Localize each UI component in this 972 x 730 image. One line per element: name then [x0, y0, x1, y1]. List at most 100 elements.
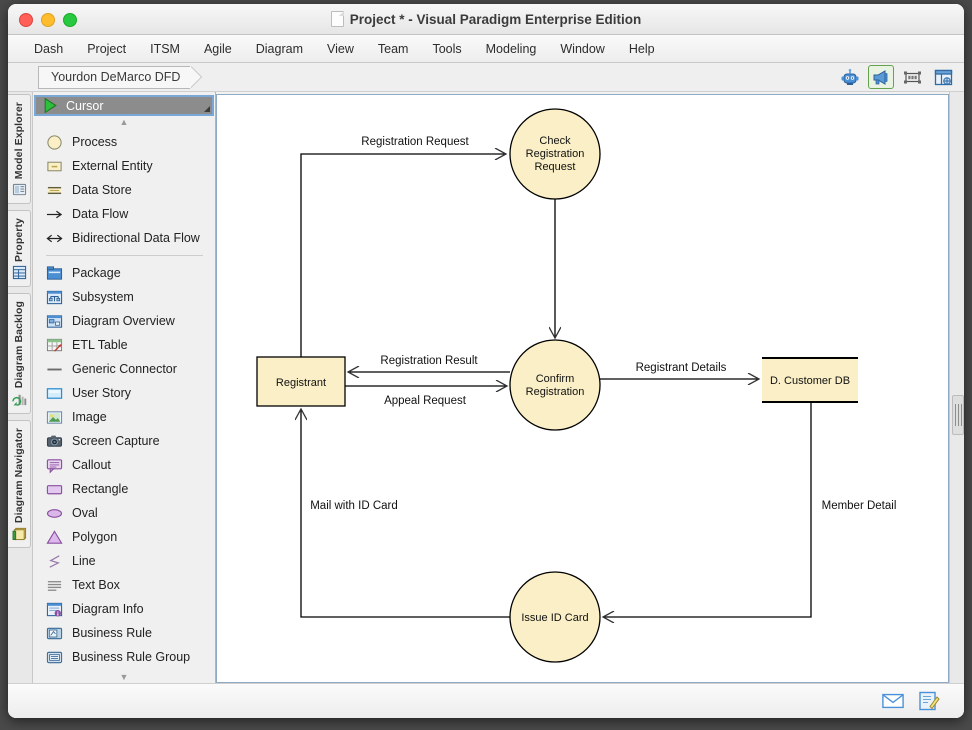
node-issue-id-card[interactable]: Issue ID Card — [510, 572, 600, 662]
bidirectional-arrow-icon — [46, 230, 63, 247]
callout-icon — [46, 457, 63, 474]
node-confirm-registration[interactable]: Confirm Registration — [510, 340, 600, 430]
palette-selected-label: Cursor — [66, 99, 104, 113]
palette-item-image[interactable]: Image — [33, 405, 215, 429]
note-edit-icon[interactable] — [918, 691, 940, 711]
palette-item-rectangle[interactable]: Rectangle — [33, 477, 215, 501]
menu-item-window[interactable]: Window — [548, 39, 616, 59]
palette-item-user-story[interactable]: User Story — [33, 381, 215, 405]
palette-item-label: Subsystem — [72, 290, 134, 304]
palette-item-label: Polygon — [72, 530, 117, 544]
vertical-tab-label: Diagram Backlog — [13, 298, 25, 391]
menu-item-itsm[interactable]: ITSM — [138, 39, 192, 59]
megaphone-icon[interactable] — [868, 65, 894, 89]
node-label-confirm-line2: Registration — [526, 386, 585, 398]
text-box-icon — [46, 577, 63, 594]
chatbot-icon[interactable] — [837, 65, 863, 89]
palette-item-package[interactable]: Package — [33, 261, 215, 285]
palette-item-bidirectional-data-flow[interactable]: Bidirectional Data Flow — [33, 226, 215, 250]
window-title-wrap: Project * - Visual Paradigm Enterprise E… — [8, 11, 964, 27]
node-check-registration-request[interactable]: Check Registration Request — [510, 109, 600, 199]
etl-table-icon — [46, 337, 63, 354]
palette-item-label: Data Flow — [72, 207, 128, 221]
menu-item-agile[interactable]: Agile — [192, 39, 244, 59]
palette-item-text-box[interactable]: Text Box — [33, 573, 215, 597]
palette-item-label: Callout — [72, 458, 111, 472]
palette-item-screen-capture[interactable]: Screen Capture — [33, 429, 215, 453]
palette-item-label: Line — [72, 554, 96, 568]
minimize-button[interactable] — [41, 13, 55, 27]
left-tab-strip: Model ExplorerPropertyDiagram BacklogDia… — [8, 92, 33, 683]
vertical-tab-diagram-backlog[interactable]: Diagram Backlog — [8, 293, 31, 413]
menu-item-view[interactable]: View — [315, 39, 366, 59]
palette-item-label: Business Rule Group — [72, 650, 190, 664]
node-label-check-line3: Request — [535, 161, 576, 173]
right-panel-splitter[interactable] — [949, 92, 964, 683]
image-icon — [46, 409, 63, 426]
palette-scroll-down[interactable]: ▼ — [33, 671, 215, 683]
business-rule-group-icon — [46, 649, 63, 666]
menu-item-project[interactable]: Project — [75, 39, 138, 59]
mail-icon[interactable] — [882, 691, 904, 711]
palette-item-diagram-overview[interactable]: Diagram Overview — [33, 309, 215, 333]
application-window: Project * - Visual Paradigm Enterprise E… — [8, 4, 964, 718]
node-registrant[interactable]: Registrant — [257, 357, 345, 406]
palette-item-etl-table[interactable]: ETL Table — [33, 333, 215, 357]
palette-item-callout[interactable]: Callout — [33, 453, 215, 477]
flow-member-detail: Member Detail — [603, 402, 896, 617]
diagram-tab-label: Yourdon DeMarco DFD — [51, 70, 180, 84]
palette-item-data-store[interactable]: Data Store — [33, 178, 215, 202]
palette-item-label: Business Rule — [72, 626, 152, 640]
layers-panel-icon[interactable] — [930, 65, 956, 89]
diagram-tab-yourdon-demarco-dfd[interactable]: Yourdon DeMarco DFD — [38, 66, 190, 89]
vertical-tab-diagram-navigator[interactable]: Diagram Navigator — [8, 420, 31, 548]
maximize-button[interactable] — [63, 13, 77, 27]
menu-item-help[interactable]: Help — [617, 39, 667, 59]
node-customer-db[interactable]: D. Customer DB — [762, 358, 858, 402]
palette-item-cursor[interactable]: Cursor — [34, 95, 214, 116]
splitter-grip[interactable] — [952, 395, 964, 435]
palette-item-generic-connector[interactable]: Generic Connector — [33, 357, 215, 381]
node-label-check-line2: Registration — [526, 148, 585, 160]
flow-label-mail-with-id-card: Mail with ID Card — [310, 500, 398, 512]
menu-item-diagram[interactable]: Diagram — [244, 39, 315, 59]
palette-item-oval[interactable]: Oval — [33, 501, 215, 525]
flow-registrant-details: Registrant Details — [600, 362, 759, 379]
shape-palette: Cursor ▲ ProcessExternal EntityData Stor… — [33, 92, 216, 683]
palette-item-business-rule[interactable]: Business Rule — [33, 621, 215, 645]
vertical-tab-model-explorer[interactable]: Model Explorer — [8, 94, 31, 204]
palette-item-subsystem[interactable]: Subsystem — [33, 285, 215, 309]
flow-label-registration-result: Registration Result — [380, 355, 478, 367]
diagram-toolbar: Yourdon DeMarco DFD — [8, 63, 964, 92]
close-button[interactable] — [19, 13, 33, 27]
menu-item-modeling[interactable]: Modeling — [474, 39, 549, 59]
menu-item-tools[interactable]: Tools — [420, 39, 473, 59]
palette-item-data-flow[interactable]: Data Flow — [33, 202, 215, 226]
palette-item-label: Data Store — [72, 183, 132, 197]
flow-label-member-detail: Member Detail — [822, 500, 897, 512]
package-icon — [46, 265, 63, 282]
palette-item-diagram-info[interactable]: Diagram Info — [33, 597, 215, 621]
menu-item-team[interactable]: Team — [366, 39, 421, 59]
data-flow-arrow-icon — [46, 206, 63, 223]
palette-item-process[interactable]: Process — [33, 130, 215, 154]
fit-to-screen-icon[interactable] — [899, 65, 925, 89]
cursor-icon — [42, 97, 59, 114]
palette-item-external-entity[interactable]: External Entity — [33, 154, 215, 178]
palette-item-line[interactable]: Line — [33, 549, 215, 573]
menu-item-dash[interactable]: Dash — [22, 39, 75, 59]
data-store-icon — [46, 182, 63, 199]
flow-registration-result: Registration Result — [348, 355, 510, 372]
palette-item-label: Package — [72, 266, 121, 280]
palette-item-business-rule-group[interactable]: Business Rule Group — [33, 645, 215, 669]
vertical-tab-property[interactable]: Property — [8, 210, 31, 287]
flow-registration-request: Registration Request — [301, 136, 506, 357]
palette-separator — [46, 255, 203, 256]
palette-scroll-up[interactable]: ▲ — [33, 116, 215, 128]
diagram-canvas[interactable]: Registration Request Registration Result — [216, 94, 949, 683]
model-explorer-icon — [12, 182, 27, 197]
palette-item-polygon[interactable]: Polygon — [33, 525, 215, 549]
document-icon — [331, 11, 344, 27]
property-icon — [12, 265, 27, 280]
node-label-customer-db: D. Customer DB — [770, 375, 850, 387]
